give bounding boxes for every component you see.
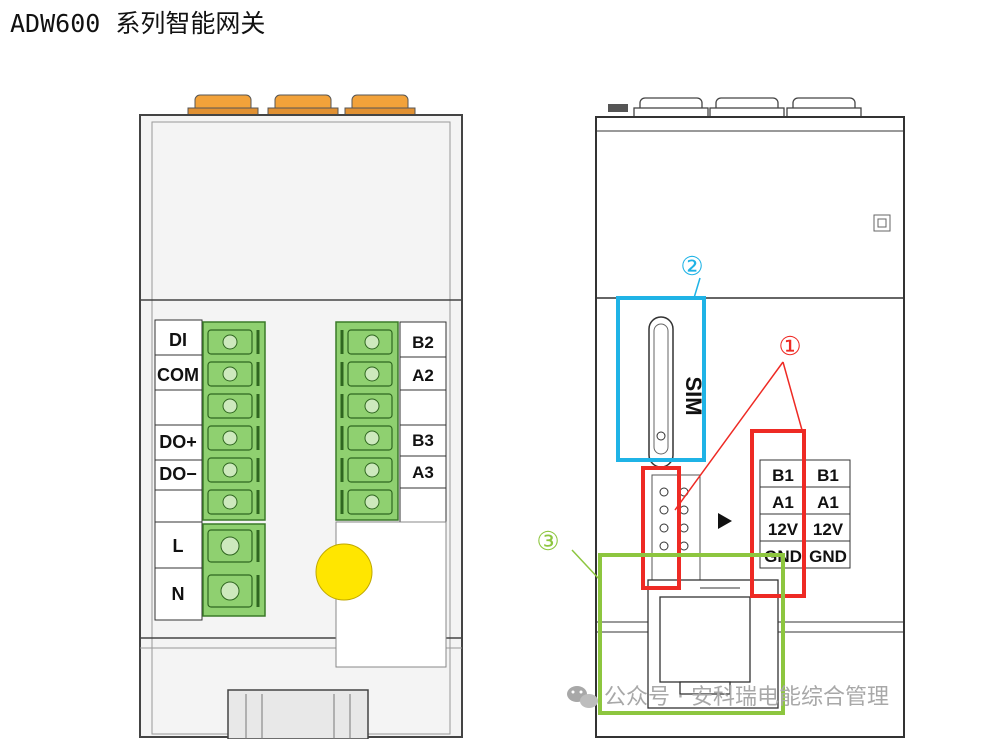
callout-3-number: ③ bbox=[536, 527, 559, 557]
label-do-plus: DO+ bbox=[159, 432, 197, 452]
callout-2: ② bbox=[616, 252, 706, 462]
right-device: SIM B1 A1 12V GND B1 A1 12V bbox=[595, 97, 905, 738]
port-a1-right: A1 bbox=[817, 493, 839, 512]
scan-icon bbox=[873, 214, 891, 232]
watermark: 公众号 · 安科瑞电能综合管理 bbox=[567, 685, 889, 710]
label-b3: B3 bbox=[412, 431, 434, 450]
ethernet-port bbox=[647, 579, 779, 709]
right-terminal-block bbox=[335, 321, 399, 521]
label-a2: A2 bbox=[412, 366, 434, 385]
label-a3: A3 bbox=[412, 463, 434, 482]
port-b1-left: B1 bbox=[772, 466, 794, 485]
label-com: COM bbox=[157, 365, 199, 385]
port-12v-left: 12V bbox=[768, 520, 799, 539]
label-l: L bbox=[173, 536, 184, 556]
led-indicators bbox=[651, 474, 701, 586]
left-terminal-block bbox=[202, 321, 266, 617]
port-12v-right: 12V bbox=[813, 520, 844, 539]
label-n: N bbox=[172, 584, 185, 604]
left-device: DI COM DO+ DO− L N bbox=[139, 94, 463, 739]
callout-2-number: ② bbox=[680, 252, 703, 282]
indicator-light bbox=[315, 543, 373, 601]
watermark-text: 公众号 · 安科瑞电能综合管理 bbox=[604, 685, 889, 710]
port-a1-left: A1 bbox=[772, 493, 794, 512]
port-gnd-right: GND bbox=[809, 547, 847, 566]
wechat-icon bbox=[567, 686, 598, 708]
port-b1-right: B1 bbox=[817, 466, 839, 485]
callout-1-number: ① bbox=[778, 332, 801, 362]
label-di: DI bbox=[169, 330, 187, 350]
antenna-connectors bbox=[187, 94, 416, 117]
left-terminal-labels: DI COM DO+ DO− L N bbox=[154, 319, 203, 621]
label-b2: B2 bbox=[412, 333, 434, 352]
callout-3: ③ bbox=[536, 527, 785, 715]
play-arrow-icon bbox=[718, 513, 732, 529]
label-do-minus: DO− bbox=[159, 464, 197, 484]
sim-label: SIM bbox=[681, 376, 706, 415]
callout-1: ① bbox=[641, 332, 806, 598]
sim-slot bbox=[648, 316, 674, 468]
right-terminal-labels: B2 A2 B3 A3 bbox=[399, 321, 447, 523]
page-title: ADW600 系列智能网关 bbox=[10, 9, 266, 38]
